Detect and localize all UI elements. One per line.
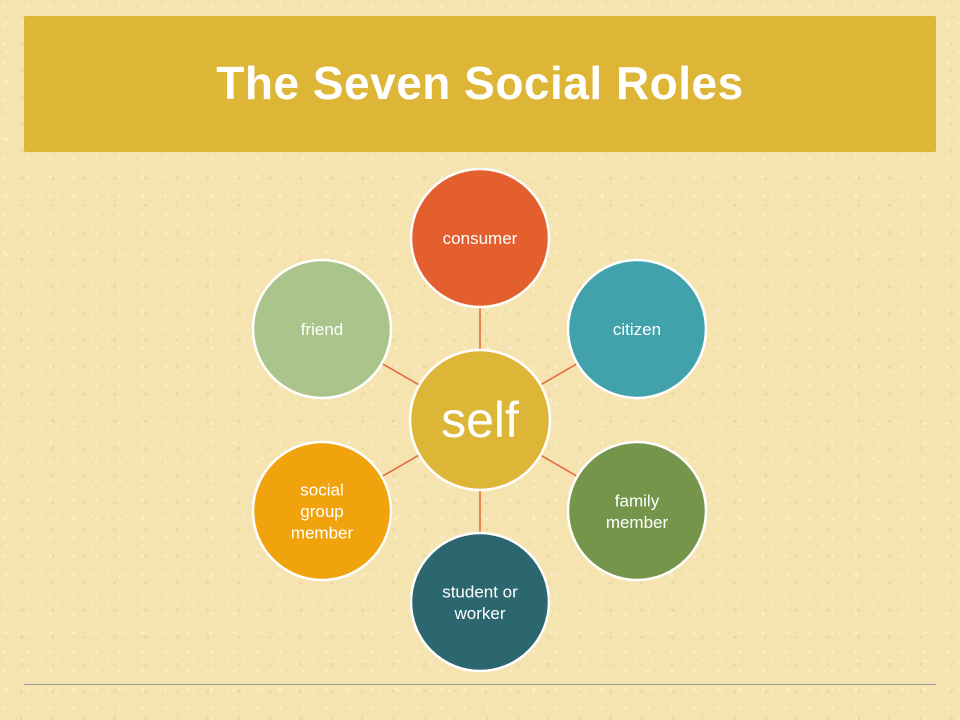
role-label: member xyxy=(606,513,669,532)
connector-social-group-member xyxy=(381,454,420,478)
role-label: student or xyxy=(442,582,518,601)
role-node-friend: friend xyxy=(251,258,393,400)
center-label: self xyxy=(441,392,519,448)
connector-citizen xyxy=(540,362,578,386)
role-label: group xyxy=(300,502,343,521)
role-label: consumer xyxy=(443,229,518,248)
role-circle xyxy=(251,440,393,582)
connector-family-member xyxy=(540,454,578,478)
center-circle xyxy=(408,348,552,492)
role-node-family-member: family member xyxy=(566,440,708,582)
role-circle xyxy=(566,258,708,400)
role-nodes: consumer citizen family member student or wor… xyxy=(251,167,708,673)
connectors xyxy=(381,307,578,533)
footer-divider xyxy=(24,684,936,685)
role-label: member xyxy=(291,524,354,543)
role-node-consumer: consumer xyxy=(409,167,551,309)
role-circle xyxy=(566,440,708,582)
role-label: family xyxy=(615,491,660,510)
title-banner xyxy=(24,16,936,152)
page-title: The Seven Social Roles xyxy=(216,57,744,109)
role-node-social-group-member: social group member xyxy=(251,440,393,582)
connector-friend xyxy=(381,362,420,386)
role-label: worker xyxy=(453,604,505,623)
center-node: self xyxy=(408,348,552,492)
role-node-student-or-worker: student or worker xyxy=(409,531,551,673)
role-circle xyxy=(251,258,393,400)
role-circle xyxy=(409,167,551,309)
role-label: social xyxy=(300,481,343,500)
role-label: citizen xyxy=(613,320,661,339)
role-label: friend xyxy=(301,320,344,339)
role-circle xyxy=(409,531,551,673)
role-node-citizen: citizen xyxy=(566,258,708,400)
